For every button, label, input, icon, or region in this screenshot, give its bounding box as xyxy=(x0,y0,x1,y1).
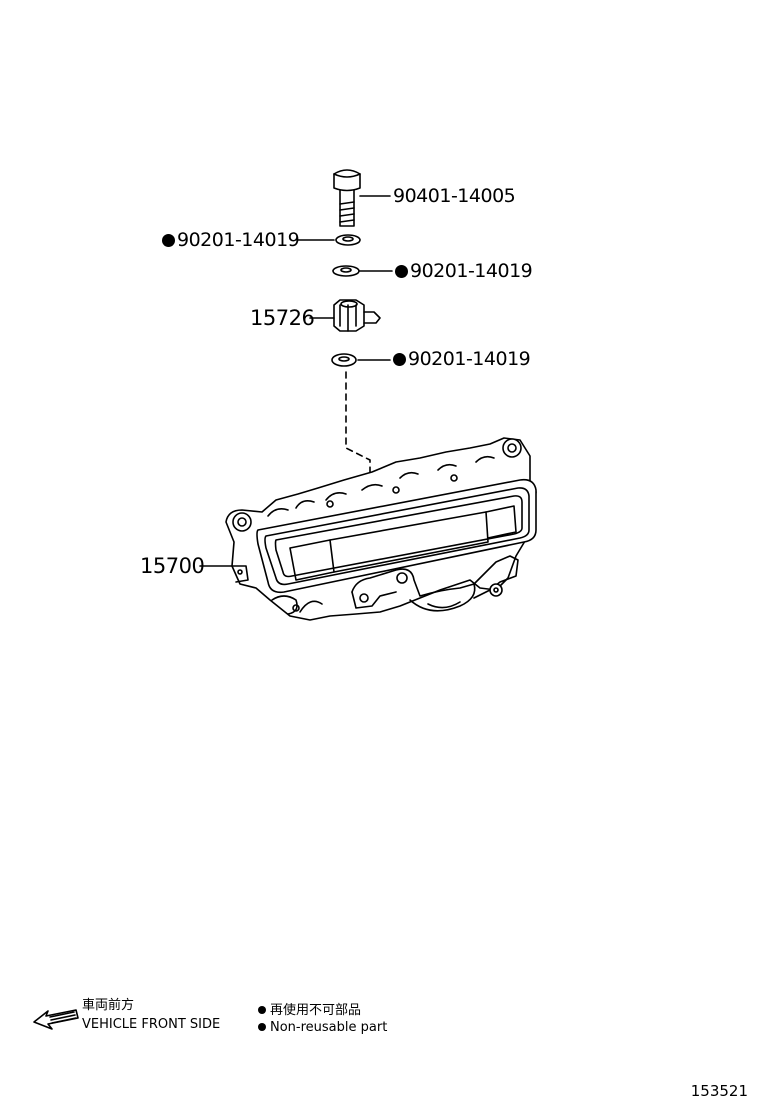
union-bolt xyxy=(333,169,361,227)
legend-nonreusable-jp-text: 再使用不可部品 xyxy=(270,1003,362,1018)
callout-gasket-upper-left: 90201-14019 xyxy=(162,229,300,251)
vehicle-front-arrow-icon xyxy=(33,1009,79,1030)
assembly-line xyxy=(345,371,371,491)
gasket-middle xyxy=(332,265,360,277)
callout-bolt: 90401-14005 xyxy=(393,185,516,207)
diagram-id: 153521 xyxy=(690,1082,748,1100)
legend-front-en: VEHICLE FRONT SIDE xyxy=(82,1017,221,1032)
nonreusable-dot-icon xyxy=(395,265,408,278)
callout-oil-cooler: 15700 xyxy=(140,554,205,578)
callout-gasket-lower: 90201-14019 xyxy=(393,348,531,370)
legend-nonreusable-en-text: Non-reusable part xyxy=(270,1020,388,1035)
callout-gasket-lower-text: 90201-14019 xyxy=(408,348,531,370)
nonreusable-dot-icon xyxy=(393,353,406,366)
gasket-lower xyxy=(331,353,357,367)
legend-front-jp: 車両前方 xyxy=(82,998,135,1013)
nonreusable-dot-icon xyxy=(162,234,175,247)
union-fitting xyxy=(333,299,381,332)
gasket-upper xyxy=(335,234,361,246)
callout-gasket-upper-right-text: 90201-14019 xyxy=(410,260,533,282)
legend-nonreusable-en: Non-reusable part xyxy=(258,1021,387,1034)
oil-cooler-assembly xyxy=(225,437,537,621)
legend-nonreusable-jp: 再使用不可部品 xyxy=(258,1004,361,1017)
callout-union: 15726 xyxy=(250,306,315,330)
nonreusable-dot-icon xyxy=(258,1023,266,1031)
callout-gasket-upper-left-text: 90201-14019 xyxy=(177,229,300,251)
nonreusable-dot-icon xyxy=(258,1006,266,1014)
callout-gasket-upper-right: 90201-14019 xyxy=(395,260,533,282)
